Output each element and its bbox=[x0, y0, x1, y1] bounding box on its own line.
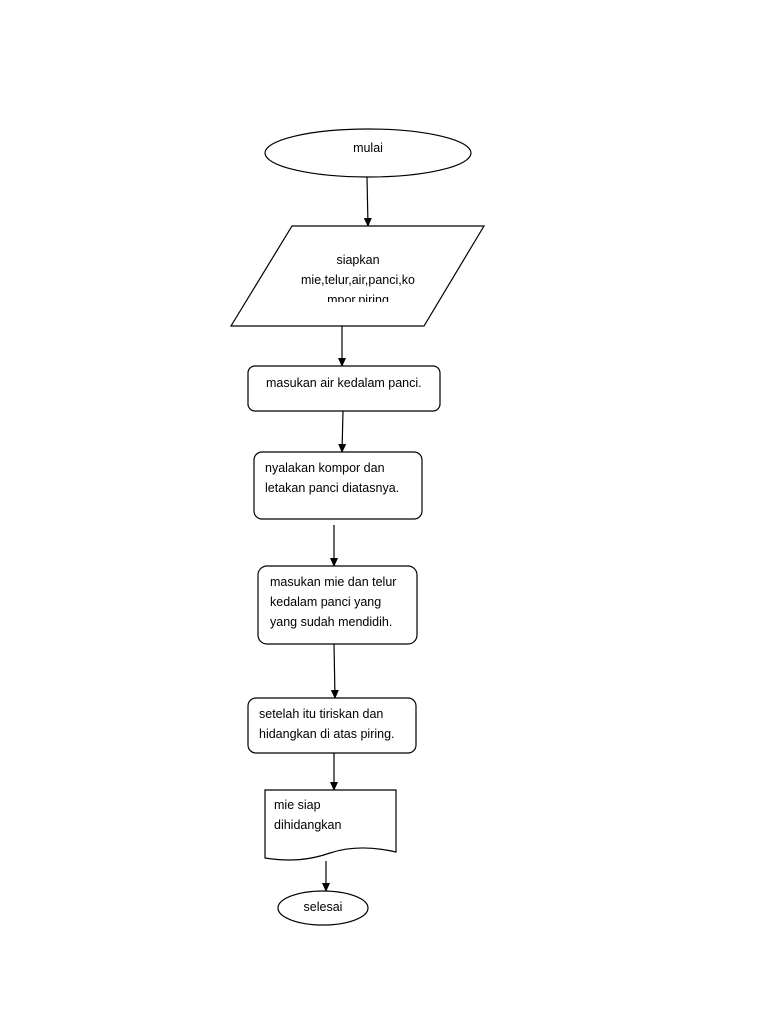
process-2-label: nyalakan kompor dan letakan panci diatas… bbox=[265, 458, 420, 498]
output-line-2: dihidangkan bbox=[274, 818, 342, 832]
output-line-1: mie siap bbox=[274, 798, 321, 812]
input-label-line-3: mpor,piring bbox=[327, 293, 389, 302]
end-label-text: selesai bbox=[303, 900, 343, 914]
input-label-line-2: mie,telur,air,panci,ko bbox=[301, 273, 415, 287]
output-label: mie siap dihidangkan bbox=[274, 795, 394, 835]
process-1-label: masukan air kedalam panci. bbox=[266, 373, 436, 393]
process-4-line-1: setelah itu tiriskan dan bbox=[259, 707, 384, 721]
process-box-2 bbox=[253, 451, 423, 520]
process-box-1 bbox=[247, 365, 441, 412]
process-2-line-2: letakan panci diatasnya. bbox=[265, 481, 400, 495]
process-box-4 bbox=[247, 697, 417, 754]
input-label-line-1: siapkan bbox=[336, 253, 380, 267]
process-box-3 bbox=[257, 565, 418, 645]
output-document bbox=[264, 789, 397, 861]
process-3-line-1: masukan mie dan telur bbox=[270, 575, 397, 589]
start-label-text: mulai bbox=[353, 141, 383, 155]
input-label: siapkan mie,telur,air,panci,ko mpor,piri… bbox=[278, 250, 438, 302]
start-terminator bbox=[264, 128, 472, 178]
connector-process1-process2 bbox=[338, 410, 347, 453]
process-3-line-2: kedalam panci yang bbox=[270, 595, 382, 609]
process-4-line-2: hidangkan di atas piring. bbox=[259, 727, 395, 741]
start-label: mulai bbox=[318, 138, 418, 158]
process-3-line-3: yang sudah mendidih. bbox=[270, 615, 393, 629]
input-parallelogram bbox=[229, 225, 486, 327]
end-terminator bbox=[277, 890, 369, 926]
process-4-label: setelah itu tiriskan dan hidangkan di at… bbox=[259, 704, 414, 744]
connector-process3-process4 bbox=[330, 643, 339, 699]
connector-start-input bbox=[363, 176, 372, 227]
process-2-line-1: nyalakan kompor dan bbox=[265, 461, 385, 475]
process-1-line-1: masukan air kedalam panci. bbox=[266, 376, 422, 390]
process-3-label: masukan mie dan telur kedalam panci yang… bbox=[270, 572, 415, 632]
end-label: selesai bbox=[283, 897, 363, 917]
